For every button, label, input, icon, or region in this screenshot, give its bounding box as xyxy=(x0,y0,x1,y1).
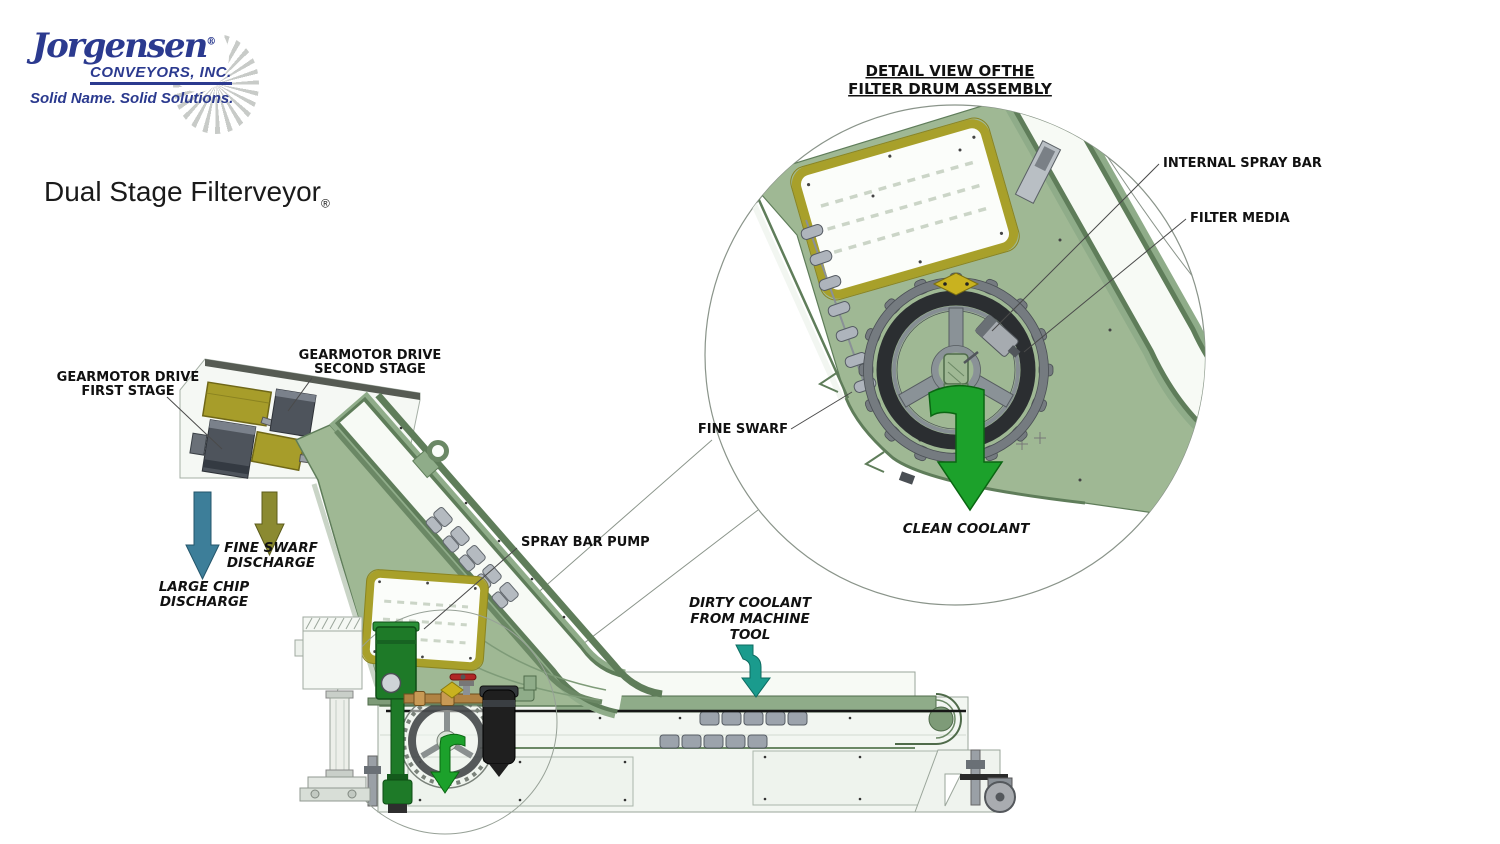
logo-tagline: Solid Name. Solid Solutions. xyxy=(30,90,234,107)
internal-spray-bar-component xyxy=(963,314,1021,364)
label-gearmotor-second-1: GEARMOTOR DRIVE xyxy=(299,348,442,363)
logo-fan-icon xyxy=(167,20,259,134)
label-large-chip-discharge-1: LARGE CHIP xyxy=(159,579,250,595)
inclined-conveyor xyxy=(179,358,663,719)
page-title: Dual Stage Filterveyor® xyxy=(44,176,330,211)
main-view xyxy=(179,358,1016,835)
head-deck-edge xyxy=(205,359,420,400)
label-large-chip-discharge-2: DISCHARGE xyxy=(160,594,249,610)
brass-piping xyxy=(403,691,487,706)
company-logo: Jorgensen® CONVEYORS, INC. Solid Name. S… xyxy=(28,18,288,143)
hinge-bracket xyxy=(1014,140,1062,204)
lifting-eye xyxy=(412,440,449,479)
coolant-filter-canister xyxy=(479,685,519,777)
drum-spokes xyxy=(898,307,1014,408)
drag-chain-links xyxy=(659,711,808,749)
clean-coolant-arrow-detail xyxy=(928,384,1004,512)
logo-registered-mark: ® xyxy=(206,36,216,48)
label-fine-swarf-discharge-1: FINE SWARF xyxy=(224,540,318,556)
detail-view: DETAIL VIEW OFTHE FILTER DRUM ASSEMBLY I… xyxy=(698,62,1322,606)
drum-mount-diamond-detail xyxy=(932,272,980,296)
detail-heading-line1: DETAIL VIEW OFTHE xyxy=(866,62,1035,80)
gearmotor-second-stage xyxy=(250,388,347,472)
label-spray-bar-pump: SPRAY BAR PUMP xyxy=(521,535,650,550)
logo-division: CONVEYORS, INC. xyxy=(90,64,232,85)
detail-chain xyxy=(800,219,877,406)
drum-mount-diamond-main xyxy=(440,681,464,699)
detail-belt-channel xyxy=(1004,105,1205,469)
fine-swarf-discharge-arrow xyxy=(254,491,285,557)
large-chip-discharge-arrow xyxy=(185,491,220,581)
left-leveling-foot xyxy=(364,755,381,807)
label-gearmotor-first-1: GEARMOTOR DRIVE xyxy=(57,370,200,385)
detail-heading-line2: FILTER DRUM ASSEMBLY xyxy=(848,80,1053,98)
label-filter-media: FILTER MEDIA xyxy=(1190,211,1290,226)
caster-wheel xyxy=(984,777,1016,813)
swarf-bracket-lower xyxy=(863,451,885,473)
tail-pulley xyxy=(928,706,954,732)
label-internal-spray-bar: INTERNAL SPRAY BAR xyxy=(1163,156,1322,171)
sight-glass-pipe xyxy=(299,690,371,802)
title-registered-mark: ® xyxy=(321,196,330,211)
label-fine-swarf: FINE SWARF xyxy=(698,422,788,437)
label-dirty-coolant-3: TOOL xyxy=(730,627,771,643)
label-dirty-coolant-2: FROM MACHINE xyxy=(690,611,810,627)
label-dirty-coolant-1: DIRTY COOLANT xyxy=(689,595,813,611)
label-fine-swarf-discharge-2: DISCHARGE xyxy=(227,555,316,571)
pump-and-piping xyxy=(294,616,537,813)
label-gearmotor-first-2: FIRST STAGE xyxy=(81,384,174,399)
control-box xyxy=(294,616,363,690)
logo-brand: Jorgensen® xyxy=(32,26,216,66)
label-clean-coolant: CLEAN COOLANT xyxy=(903,521,1031,537)
shutoff-valve xyxy=(449,673,477,695)
label-gearmotor-second-2: SECOND STAGE xyxy=(314,362,426,377)
spray-bar-pump-unit xyxy=(372,621,420,813)
dirty-coolant-arrow xyxy=(735,644,771,698)
leveling-bolt xyxy=(960,749,1008,806)
clean-coolant-arrow-main xyxy=(430,733,466,794)
main-view-labels: GEARMOTOR DRIVE FIRST STAGE GEARMOTOR DR… xyxy=(57,348,813,643)
incline-belt-channel xyxy=(329,391,663,719)
swarf-bracket-upper xyxy=(817,371,839,393)
pressure-gauge xyxy=(380,672,402,694)
